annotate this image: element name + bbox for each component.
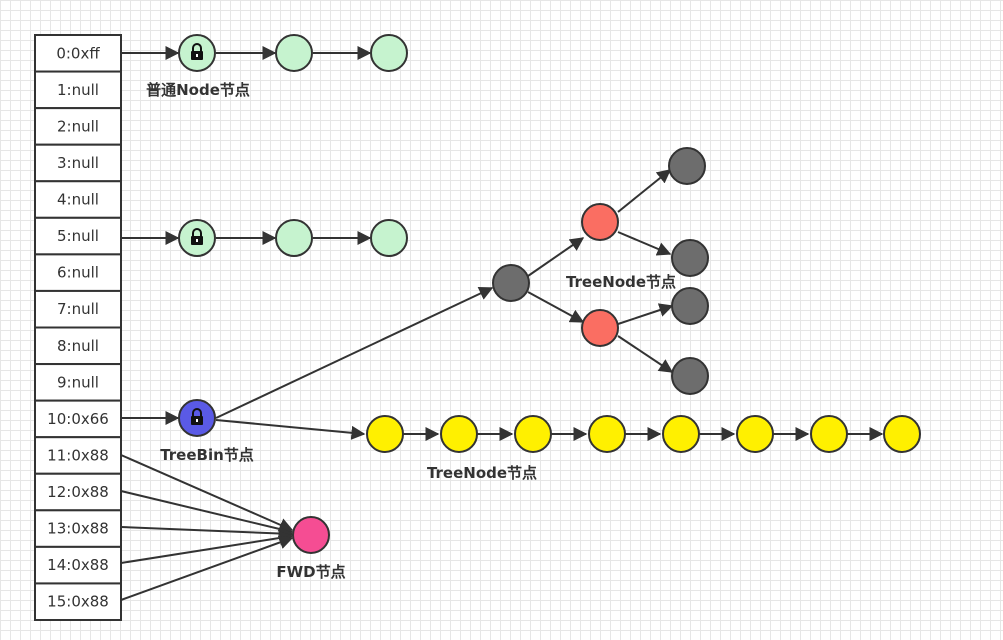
treenode-label-list: TreeNode节点 (427, 464, 537, 482)
treenode-list-node (366, 415, 404, 453)
bucket-label: 15:0x88 (47, 593, 109, 611)
plain-node (275, 219, 313, 257)
edge-red-top-to-gray2 (617, 231, 672, 256)
bucket-table: 0:0xff 1:null 2:null 3:null 4:null 5:null 6:nu… (34, 34, 122, 621)
bucket-label: 10:0x66 (47, 410, 109, 428)
bucket-label: 3:null (57, 154, 99, 172)
edge-treebin-to-list (215, 419, 366, 440)
bucket-cell (34, 363, 122, 402)
bucket-label: 9:null (57, 373, 99, 391)
lock-icon (191, 228, 203, 245)
tree-red-node-top (581, 203, 619, 241)
edge-bucket12-to-fwd (120, 490, 294, 536)
treenode-list-node (514, 415, 552, 453)
fwd-node (292, 516, 330, 554)
bucket-label: 4:null (57, 191, 99, 209)
edges (120, 46, 884, 601)
bucket-cell (34, 143, 122, 183)
bucket-label: 6:null (57, 264, 99, 282)
edge-root-to-red-bottom (527, 291, 585, 323)
bucket-label: 0:0xff (56, 44, 100, 62)
tree-red-node-bottom (581, 309, 619, 347)
lock-icon (191, 408, 203, 425)
tree-leaf-node (671, 357, 709, 395)
tree-leaf-node (671, 239, 709, 277)
plain-node (275, 34, 313, 72)
bucket-label: 11:0x88 (47, 446, 109, 464)
bucket-label: 2:null (57, 117, 99, 135)
treenode-list-node (662, 415, 700, 453)
fwd-label: FWD节点 (276, 563, 345, 581)
edge-bucket15-to-fwd (120, 535, 294, 601)
lock-icon (191, 43, 203, 60)
edge-bucket13-to-fwd (120, 526, 294, 541)
bucket-cell (34, 582, 122, 621)
bucket-cell (34, 289, 122, 329)
bucket-label: 8:null (57, 337, 99, 355)
bucket-label: 1:null (57, 81, 99, 99)
bucket-cell (34, 216, 122, 256)
bucket-label: 7:null (57, 300, 99, 318)
edge-red-top-to-gray1 (617, 169, 672, 213)
bucket-label: 5:null (57, 227, 99, 245)
edge-bucket14-to-fwd (120, 531, 294, 564)
treenode-list-node (440, 415, 478, 453)
edge-root-to-red-top (527, 237, 585, 277)
nodes (178, 34, 921, 554)
bucket-label: 12:0x88 (47, 483, 109, 501)
bucket-cell (34, 509, 122, 548)
treenode-list-node (810, 415, 848, 453)
treenode-list-node (736, 415, 774, 453)
treenode-list-node (588, 415, 626, 453)
bucket-label: 13:0x88 (47, 520, 109, 538)
treenode-list-node (883, 415, 921, 453)
tree-leaf-node (671, 287, 709, 325)
edge-bucket11-to-fwd (120, 454, 294, 532)
bucket-label: 14:0x88 (47, 556, 109, 574)
bucket-cell (34, 436, 122, 475)
tree-leaf-node (668, 147, 706, 185)
treenode-label-tree: TreeNode节点 (566, 273, 676, 291)
treebin-label: TreeBin节点 (160, 446, 254, 464)
edge-red-bottom-to-gray4 (617, 335, 674, 373)
plain-node (370, 219, 408, 257)
plain-node-label: 普通Node节点 (146, 81, 250, 99)
edge-red-bottom-to-gray3 (617, 303, 674, 325)
tree-root-node (492, 264, 530, 302)
plain-node (370, 34, 408, 72)
edge-treebin-to-root (215, 287, 494, 419)
